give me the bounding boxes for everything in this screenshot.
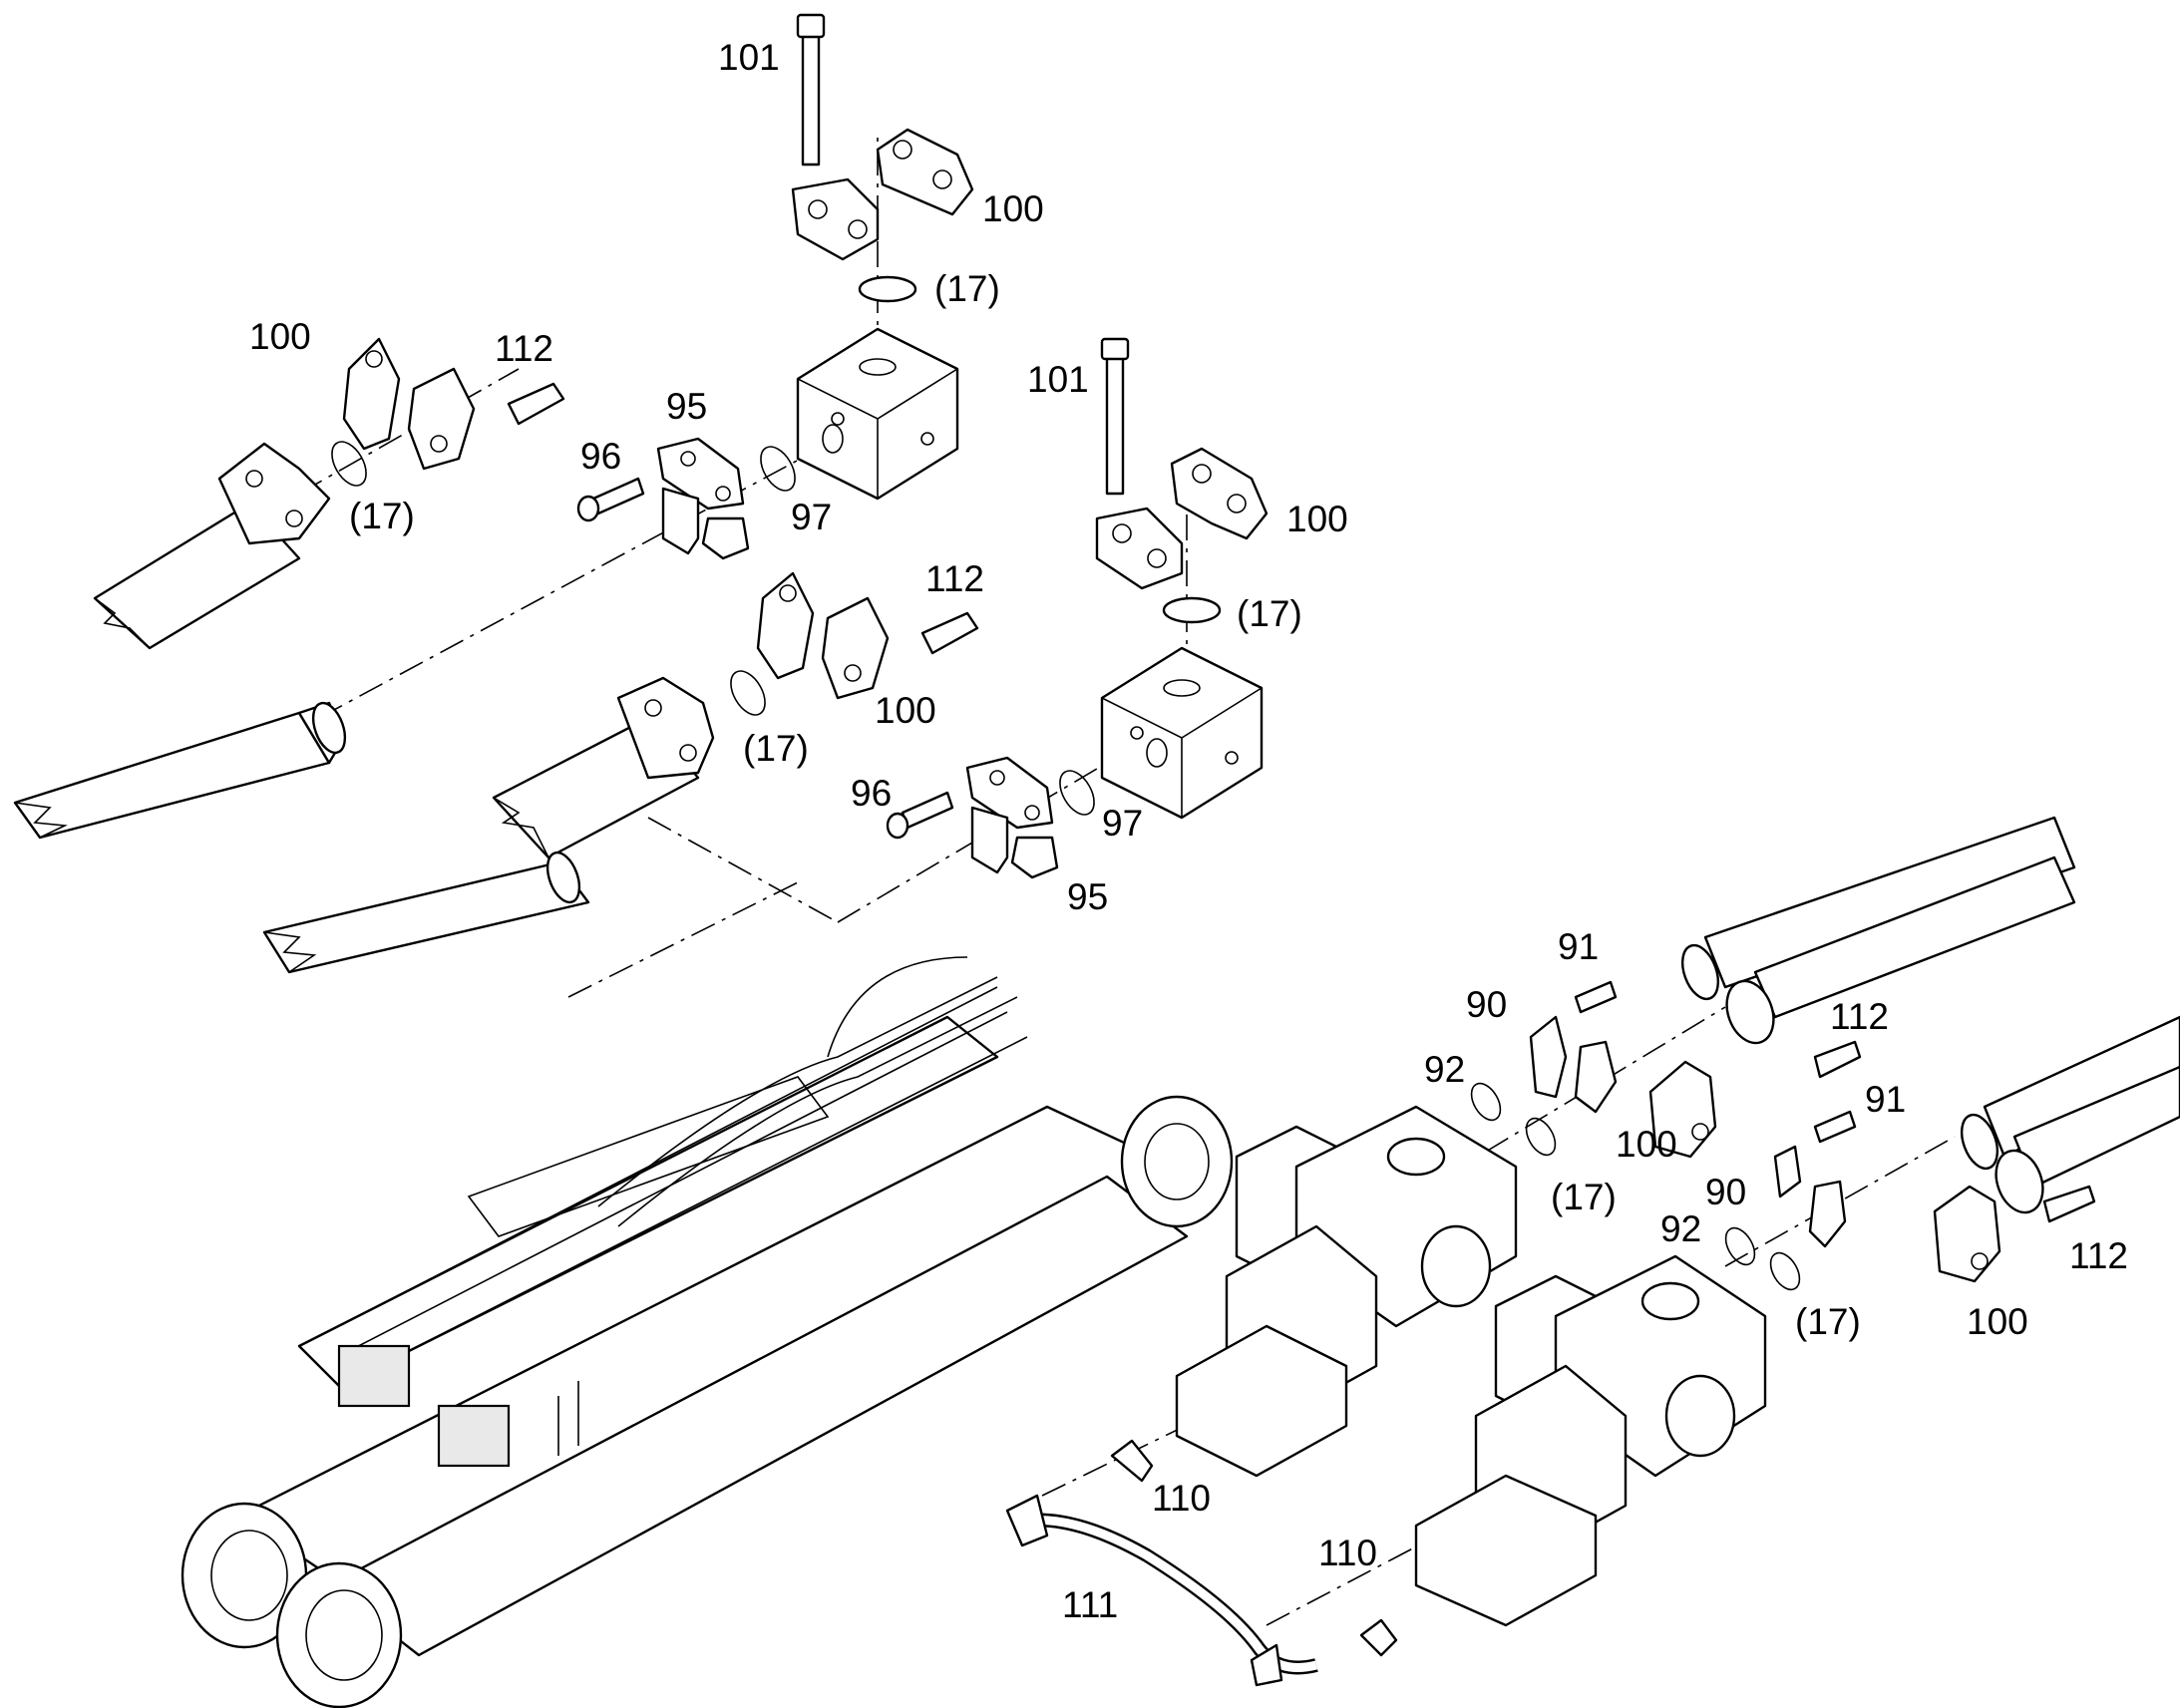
callout-96: 96 [851, 773, 892, 814]
drain-hose-111 [1005, 1439, 1398, 1687]
top-valve-block [796, 327, 959, 501]
right-hoses [1680, 816, 2180, 1214]
upper-split-flange-95 [576, 437, 796, 560]
callout-17: (17) [743, 728, 809, 769]
callout-110: 110 [1318, 1533, 1377, 1573]
lower-split-flange-95 [886, 756, 1095, 879]
callout-112: 112 [495, 328, 553, 369]
right-valve-manifolds [1175, 1105, 1767, 1627]
middle-flange-hose [492, 571, 979, 859]
callout-101: 101 [718, 37, 780, 78]
callout-92: 92 [1424, 1049, 1465, 1090]
second-valve-block [1100, 646, 1264, 820]
callout-91: 91 [1865, 1079, 1906, 1120]
callout-95: 95 [666, 386, 707, 427]
callout-100: 100 [982, 188, 1044, 229]
callout-112: 112 [925, 558, 984, 599]
callout-17: (17) [934, 268, 1000, 309]
callout-90: 90 [1705, 1172, 1746, 1212]
upper-left-hose [93, 337, 565, 650]
callout-100: 100 [1967, 1301, 2028, 1342]
top-clamp-assembly [791, 13, 974, 303]
callout-100: 100 [1286, 499, 1348, 539]
callout-91: 91 [1558, 926, 1599, 967]
callout-17: (17) [349, 496, 415, 536]
callout-100: 100 [875, 690, 936, 731]
callout-97: 97 [791, 497, 832, 537]
middle-hose [13, 701, 347, 840]
callout-96: 96 [580, 436, 621, 477]
callout-112: 112 [1830, 996, 1889, 1037]
callout-110: 110 [1152, 1478, 1211, 1519]
callout-17: (17) [1551, 1177, 1617, 1217]
callout-100: 100 [1616, 1124, 1677, 1165]
callouts: 101 100 (17) 100 112 (17) 95 96 97 101 1… [249, 37, 2128, 1625]
right-lower-clamps [1724, 1110, 2096, 1291]
callout-17: (17) [1795, 1301, 1861, 1342]
callout-17: (17) [1237, 593, 1302, 634]
second-clamp-assembly [1095, 337, 1269, 624]
callout-111: 111 [1062, 1584, 1118, 1625]
callout-95: 95 [1067, 876, 1108, 917]
callout-90: 90 [1466, 984, 1507, 1025]
lower-middle-hose [262, 851, 590, 974]
callout-112: 112 [2069, 1235, 2128, 1276]
callout-100: 100 [249, 316, 311, 357]
hydraulic-cylinders [181, 956, 1234, 1708]
callout-92: 92 [1660, 1208, 1701, 1249]
callout-97: 97 [1102, 803, 1143, 844]
callout-101: 101 [1027, 359, 1089, 400]
right-upper-clamps [1470, 980, 1862, 1159]
